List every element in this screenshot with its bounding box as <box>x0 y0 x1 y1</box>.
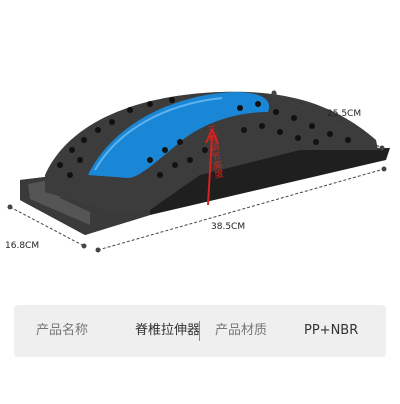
massage-spikes <box>57 97 351 178</box>
width-dimension-label: 16.8CM <box>5 241 40 251</box>
height-adjust-arrow-icon <box>205 127 219 206</box>
product-name-value: 脊椎拉伸器 <box>135 323 201 338</box>
dimension-lines <box>7 90 387 253</box>
product-name-label: 产品名称 <box>36 323 89 338</box>
length-dimension-label: 38.5CM <box>211 222 246 232</box>
product-material-value: PP+NBR <box>304 323 359 338</box>
spec-bar: 产品名称 脊椎拉伸器 产品材质 PP+NBR <box>14 305 386 357</box>
spec-divider <box>199 321 200 341</box>
blue-band-highlight <box>94 97 223 171</box>
product-material-label: 产品材质 <box>215 323 268 338</box>
blue-band <box>88 92 270 178</box>
stretcher-notch <box>28 178 90 225</box>
depth-dimension-label: 25.5CM <box>327 109 362 119</box>
